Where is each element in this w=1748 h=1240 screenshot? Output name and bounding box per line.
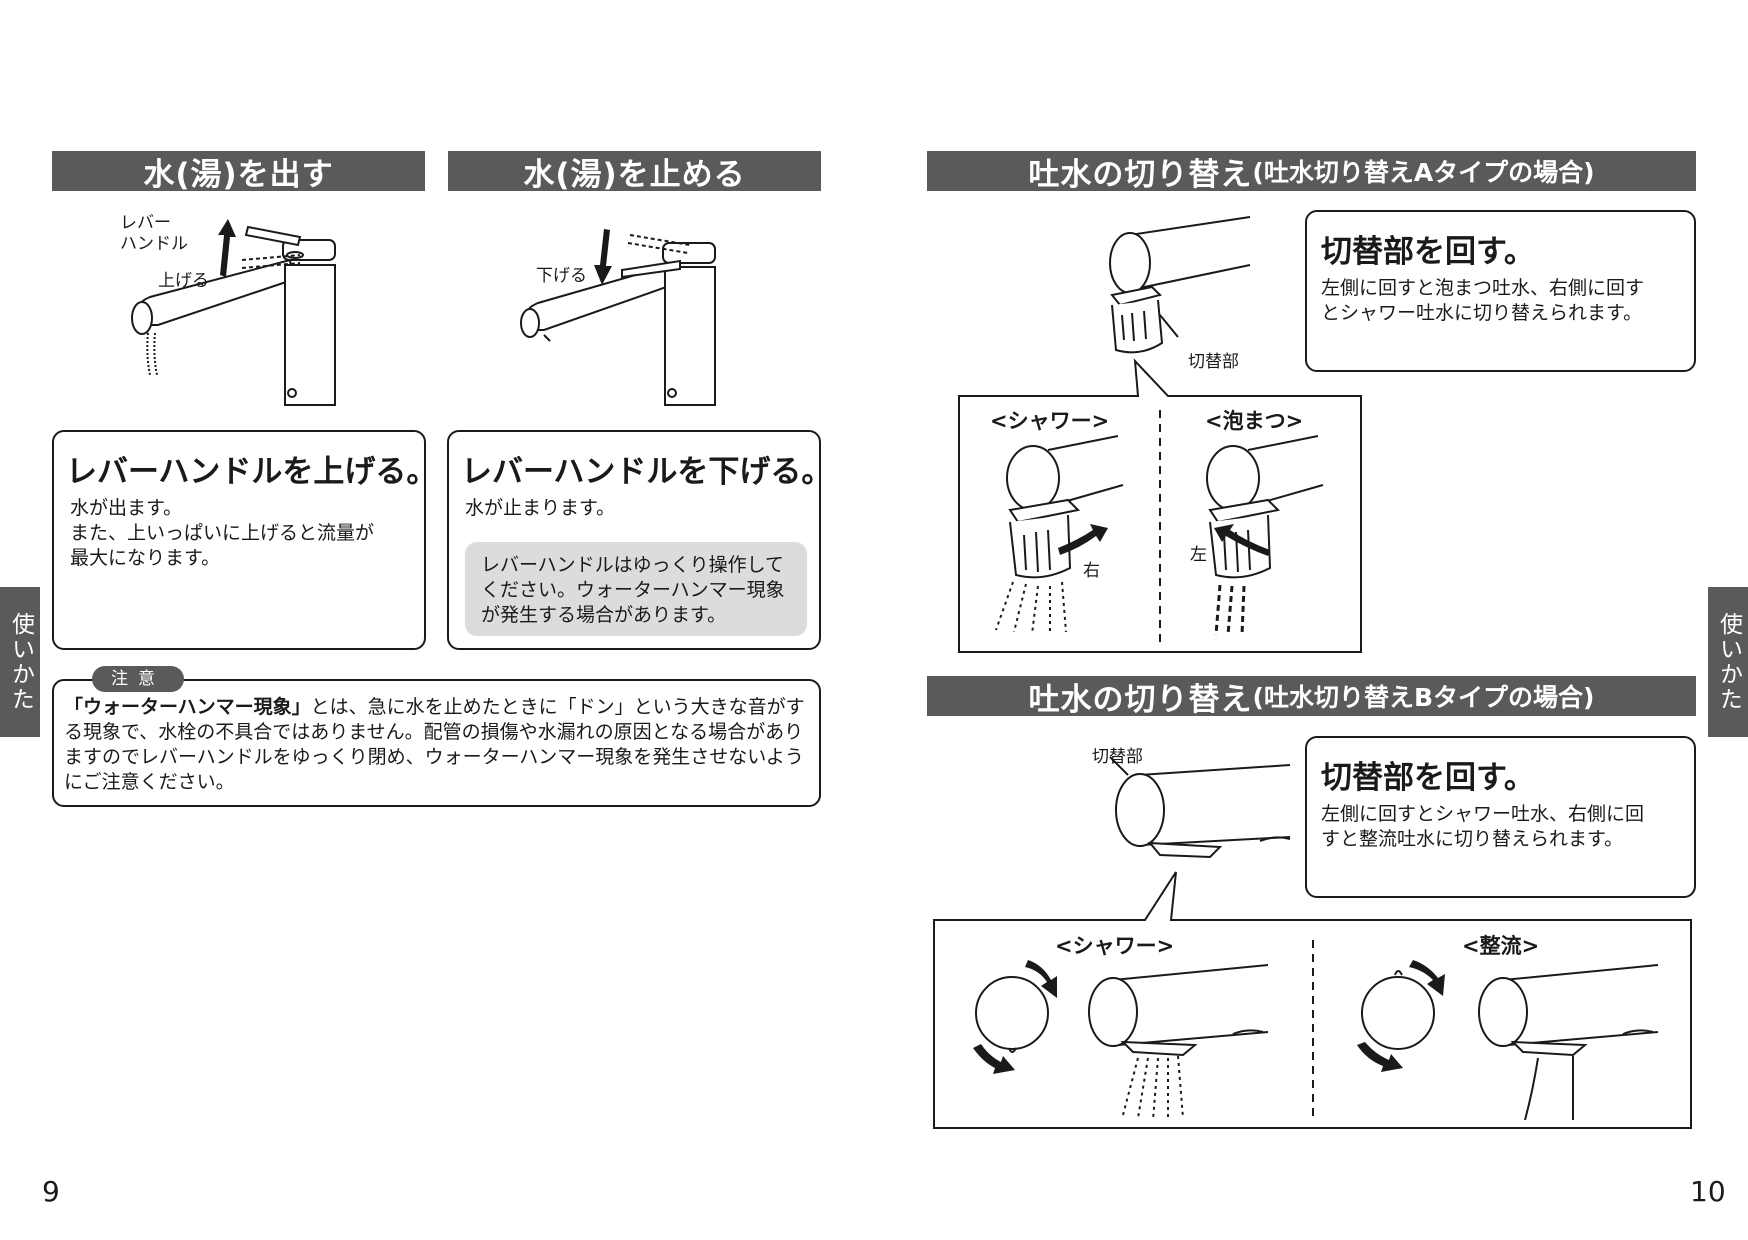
- side-tab-text: 使いかた: [7, 612, 34, 712]
- arrow-down-icon: [594, 229, 612, 285]
- rotate-arrow-bottom-icon: [973, 1044, 1015, 1074]
- side-tab-right: 使いかた: [1708, 587, 1748, 737]
- switch-b-detail-frame: [933, 871, 1692, 1129]
- rotate-right-arrow-icon: [1058, 524, 1108, 555]
- instruction-box-switch-a: 切替部を回す。 左側に回すと泡まつ吐水、右側に回す とシャワー吐水に切り替えられ…: [1305, 210, 1696, 372]
- spout-b-illustration: [1109, 756, 1291, 859]
- arrow-up-icon: [218, 219, 236, 277]
- header-sub: (吐水切り替えAタイプの場合): [1252, 158, 1595, 187]
- spout-a-illustration: [1109, 216, 1251, 354]
- caution-body: とは、急に水を止めたときに「ドン」という大きな音がする現象で、水栓の不具合ではあ…: [64, 696, 805, 793]
- caution-box: 「ウォーターハンマー現象」とは、急に水を止めたときに「ドン」という大きな音がする…: [52, 679, 821, 807]
- header-main: 吐水の切り替え: [1028, 156, 1253, 193]
- rotate-arrow-top-b-icon: [1409, 960, 1445, 996]
- direction-left: 左: [1190, 545, 1207, 565]
- rotate-arrow-top-icon: [1025, 960, 1057, 998]
- section-header-text: 水(湯)を止める: [523, 156, 746, 193]
- header-main: 吐水の切り替え: [1028, 681, 1253, 718]
- caution-text: 「ウォーターハンマー現象」とは、急に水を止めたときに「ドン」という大きな音がする…: [64, 695, 814, 795]
- switch-a-detail-frame: [958, 358, 1362, 653]
- box-body: 水が止まります。: [465, 497, 616, 519]
- faucet-lever-up-illustration: [131, 219, 336, 406]
- mode-label-foam: <泡まつ>: [1205, 409, 1304, 433]
- box-title: レバーハンドルを上げる。: [66, 454, 438, 490]
- section-header-open-water: 水(湯)を出す: [52, 151, 425, 193]
- instruction-box-raise: レバーハンドルを上げる。 水が出ます。 また、上いっぱいに上げると流量が 最大に…: [52, 430, 437, 650]
- label-switch-part-b: 切替部: [1092, 747, 1143, 767]
- mode-label-shower-a: <シャワー>: [990, 409, 1110, 433]
- mode-label-laminar: <整流>: [1462, 934, 1540, 958]
- box-body: 左側に回すとシャワー吐水、右側に回 すと整流吐水に切り替えられます。: [1321, 803, 1645, 850]
- instruction-box-lower: レバーハンドルを下げる。 水が止まります。 レバーハンドルはゆっくり操作して く…: [447, 430, 832, 650]
- box-title: レバーハンドルを下げる。: [461, 454, 833, 490]
- caution-badge: 注意: [92, 666, 184, 692]
- box-title: 切替部を回す。: [1321, 234, 1535, 270]
- note-slow-operation: レバーハンドルはゆっくり操作して ください。ウォーターハンマー現象 が発生する場…: [465, 542, 807, 636]
- mode-label-shower-b: <シャワー>: [1055, 934, 1175, 958]
- section-header-stop-water: 水(湯)を止める: [448, 151, 821, 193]
- label-lever-handle: レバー ハンドル: [120, 213, 188, 254]
- direction-right: 右: [1083, 561, 1100, 581]
- section-header-text: 水(湯)を出す: [143, 156, 334, 193]
- box-body: 水が出ます。 また、上いっぱいに上げると流量が 最大になります。: [70, 497, 375, 569]
- label-raise: 上げる: [158, 271, 209, 291]
- section-header-switch-b: 吐水の切り替え(吐水切り替えBタイプの場合): [927, 676, 1696, 718]
- side-tab-left: 使いかた: [0, 587, 40, 737]
- caution-term: 「ウォーターハンマー現象」: [64, 696, 311, 718]
- box-body: 左側に回すと泡まつ吐水、右側に回す とシャワー吐水に切り替えられます。: [1321, 277, 1645, 324]
- instruction-box-switch-b: 切替部を回す。 左側に回すとシャワー吐水、右側に回 すと整流吐水に切り替えられま…: [1305, 736, 1696, 898]
- label-switch-part-a: 切替部: [1188, 352, 1239, 372]
- header-sub: (吐水切り替えBタイプの場合): [1252, 683, 1595, 712]
- side-tab-text: 使いかた: [1715, 612, 1742, 712]
- label-lower: 下げる: [536, 266, 587, 286]
- rotate-arrow-bottom-b-icon: [1357, 1042, 1403, 1072]
- page-number-right: 10: [1690, 1175, 1726, 1208]
- rotate-left-arrow-icon: [1214, 524, 1270, 556]
- box-title: 切替部を回す。: [1321, 760, 1535, 796]
- faucet-lever-down-illustration: [520, 229, 716, 406]
- page-number-left: 9: [42, 1175, 60, 1208]
- section-header-switch-a: 吐水の切り替え(吐水切り替えAタイプの場合): [927, 151, 1696, 193]
